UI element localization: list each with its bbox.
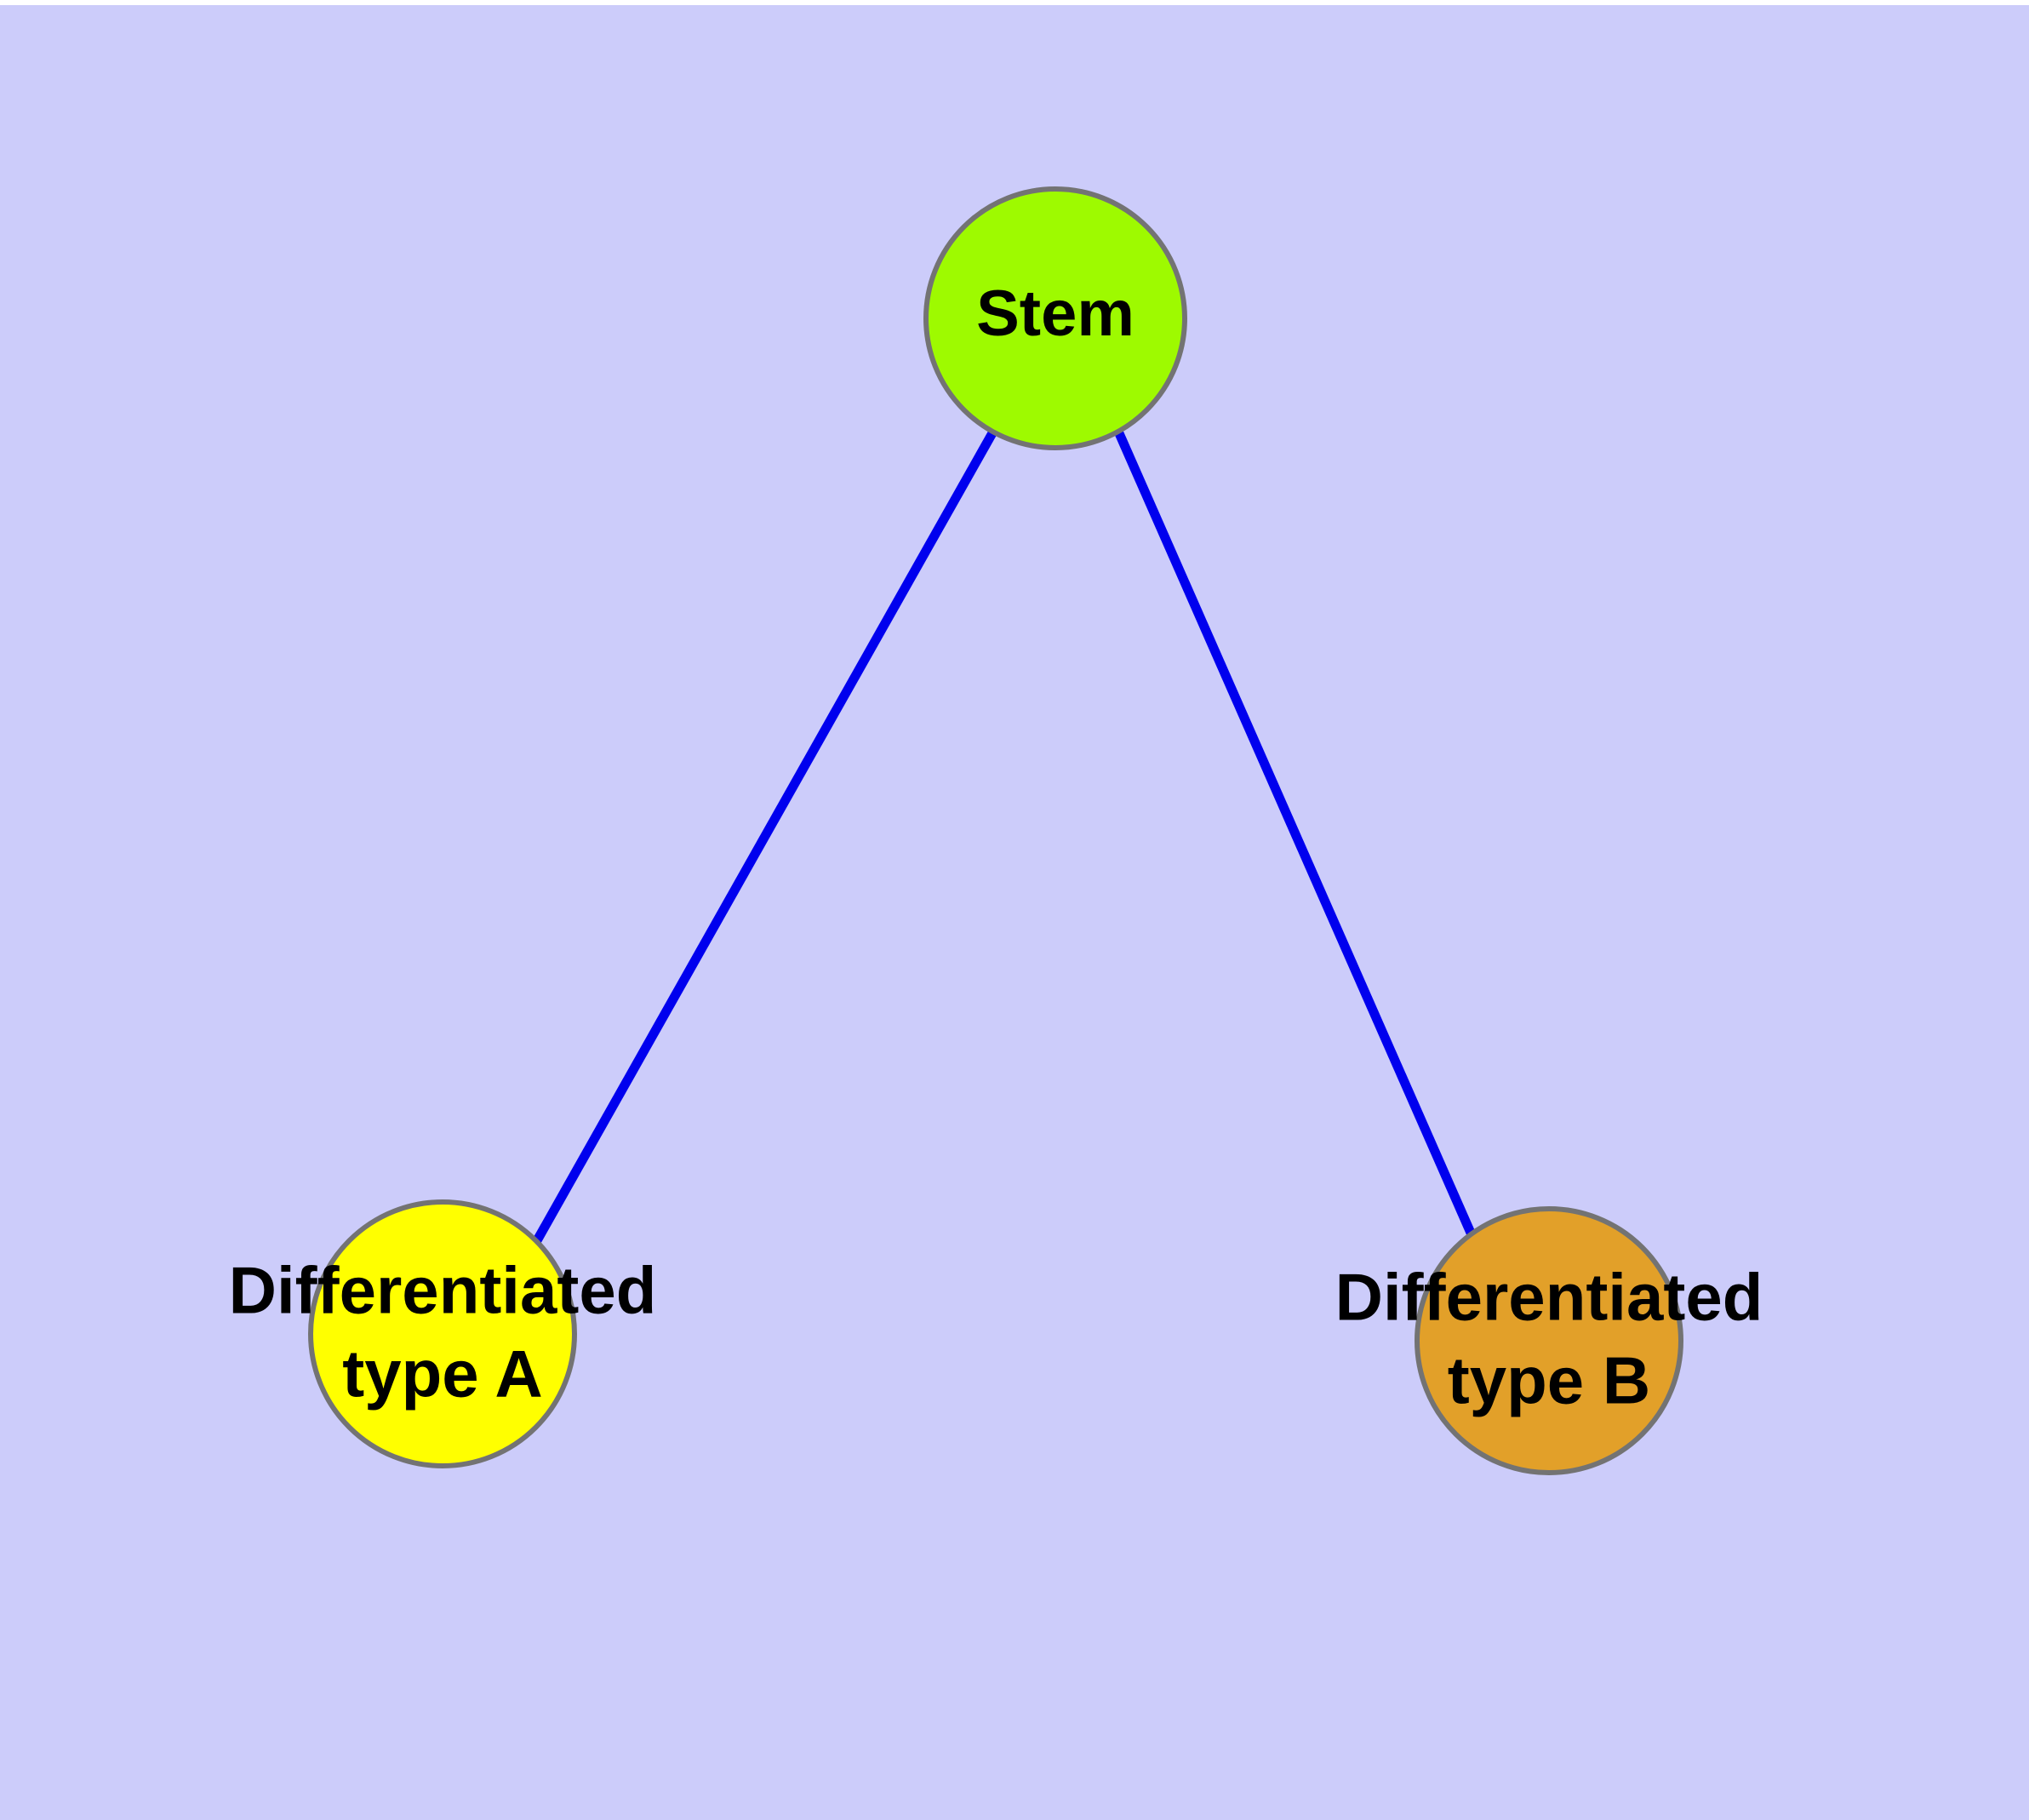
node-layer <box>308 186 1683 1475</box>
node-label-stem: Stem <box>976 278 1135 350</box>
node-circle-differentiated-type-a[interactable] <box>308 1199 577 1468</box>
node-label-differentiated-type-b-line2: type B <box>1448 1343 1650 1418</box>
node-label-differentiated-type-b-line1: Differentiated <box>1335 1260 1763 1335</box>
node-stem[interactable] <box>923 186 1187 450</box>
node-differentiated-type-a[interactable] <box>308 1199 577 1468</box>
edge-stem-to-differentiated-type-b[interactable] <box>1114 431 1478 1241</box>
node-label-differentiated-type-a-line2: type A <box>342 1336 543 1411</box>
node-differentiated-type-b[interactable] <box>1415 1206 1683 1475</box>
node-circle-differentiated-type-b[interactable] <box>1415 1206 1683 1475</box>
node-label-differentiated-type-a-line1: Differentiated <box>229 1253 657 1328</box>
node-circle-stem[interactable] <box>923 186 1187 450</box>
label-layer: Stem Differentiated type A Differentiate… <box>229 278 1763 1418</box>
edge-layer <box>532 429 1478 1245</box>
edge-stem-to-differentiated-type-a[interactable] <box>532 429 997 1245</box>
